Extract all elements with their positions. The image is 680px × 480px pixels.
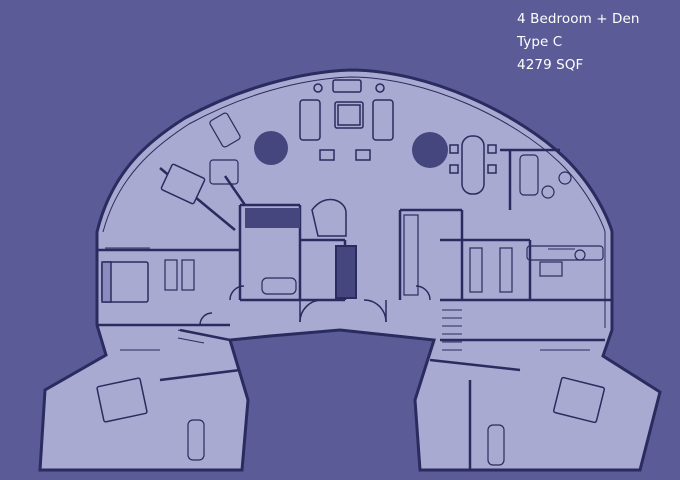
unit-type-label: Type C xyxy=(517,34,563,50)
sofa-set xyxy=(299,79,394,161)
beds xyxy=(96,163,606,424)
glazing-line xyxy=(102,76,606,328)
wall-block xyxy=(245,208,300,228)
bath-fixtures xyxy=(164,214,513,466)
piano xyxy=(311,198,347,237)
elevator-shaft xyxy=(335,245,357,299)
stairs xyxy=(177,309,462,351)
area-label: 4279 SQF xyxy=(517,57,584,73)
unit-info: 4 Bedroom + Den Type C 4279 SQF xyxy=(517,8,640,77)
column xyxy=(254,131,288,165)
den-furniture xyxy=(209,112,604,277)
bedroom-count-label: 4 Bedroom + Den xyxy=(517,11,640,27)
dining-table xyxy=(449,135,497,195)
window-markers xyxy=(105,247,590,351)
column xyxy=(412,132,448,168)
doors xyxy=(199,285,431,326)
